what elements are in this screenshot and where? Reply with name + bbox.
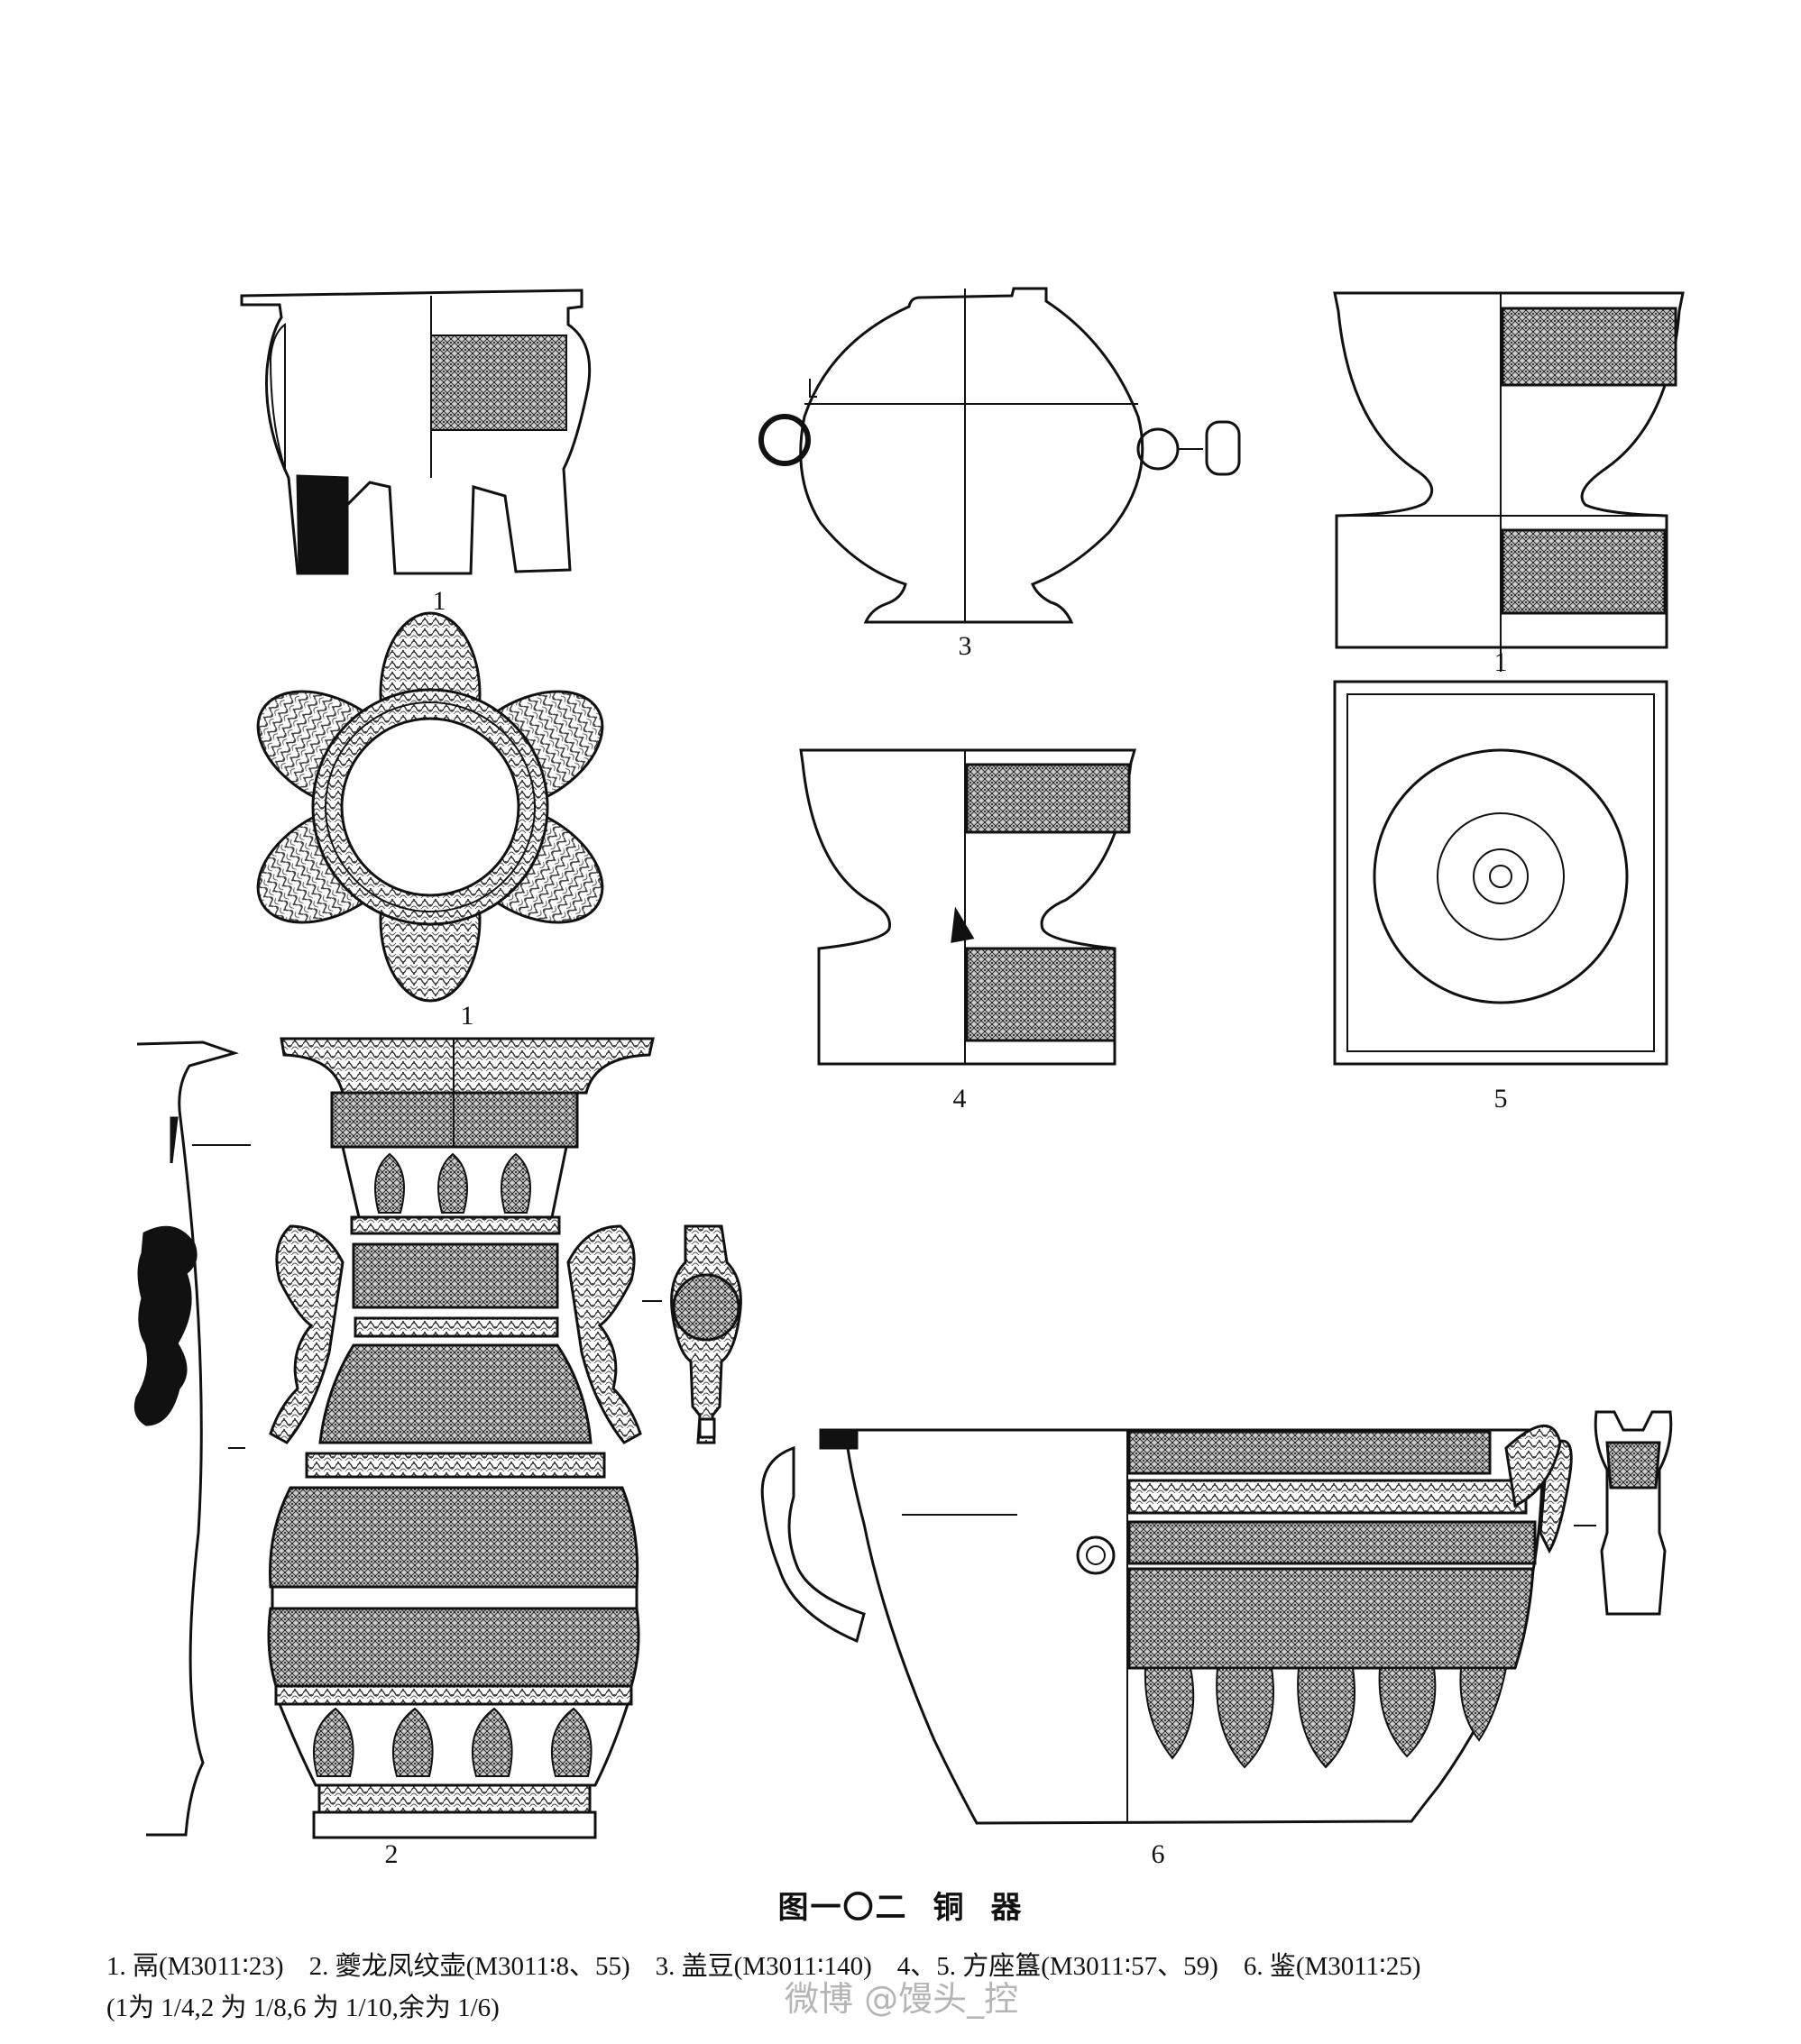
vessel-6-jian [760, 1425, 1596, 1825]
vessel-5-gui-section [1333, 291, 1685, 672]
label-fig5-upper: 1 [1493, 647, 1508, 677]
caption-item-5: 6. 鉴(M3011∶25) [1243, 1952, 1421, 1981]
vessel-4-gui [799, 748, 1136, 1066]
figure-caption: 1. 鬲(M3011∶23) 2. 夔龙凤纹壶(M3011∶8、55) 3. 盖豆(… [106, 1946, 1446, 2029]
vessel-1-plan-flower [256, 611, 604, 1003]
label-fig1: 1 [432, 586, 446, 616]
label-fig4: 4 [952, 1084, 967, 1114]
figure-title-word-2: 器 [990, 1890, 1024, 1926]
caption-line-1: 1. 鬲(M3011∶23) 2. 夔龙凤纹壶(M3011∶8、55) 3. 盖豆(… [106, 1946, 1446, 1987]
vessel-2-hu-elevation [267, 1037, 655, 1839]
vessel-5-gui-plan [1333, 680, 1668, 1066]
vessel-6-handle-detail [1594, 1410, 1673, 1616]
caption-scale-note: (1为 1/4,2 为 1/8,6 为 1/10,余为 1/6) [106, 1994, 500, 2022]
label-fig3: 3 [958, 631, 972, 661]
caption-item-4: 4、5. 方座簋(M3011∶57、59) [896, 1952, 1218, 1981]
figure-title-word-1: 铜 [933, 1890, 966, 1926]
label-fig5: 5 [1493, 1084, 1508, 1114]
caption-item-1: 1. 鬲(M3011∶23) [106, 1952, 284, 1981]
vessel-2-handle-detail [642, 1224, 742, 1444]
caption-item-2: 2. 夔龙凤纹壶(M3011∶8、55) [308, 1952, 630, 1981]
vessel-3-dou [758, 287, 1241, 624]
vessel-1-li [240, 289, 592, 575]
caption-item-3: 3. 盖豆(M3011∶140) [655, 1952, 872, 1981]
label-fig1-plan: 1 [460, 1001, 474, 1031]
weibo-watermark: 微博 @馒头_控 [785, 1979, 1019, 2019]
vessel-2-hu-section [133, 1040, 251, 1837]
figure-title: 图一〇二铜器 [0, 1883, 1801, 1927]
label-fig6: 6 [1151, 1839, 1165, 1869]
figure-number: 图一〇二 [777, 1890, 908, 1926]
label-fig2: 2 [384, 1839, 399, 1869]
